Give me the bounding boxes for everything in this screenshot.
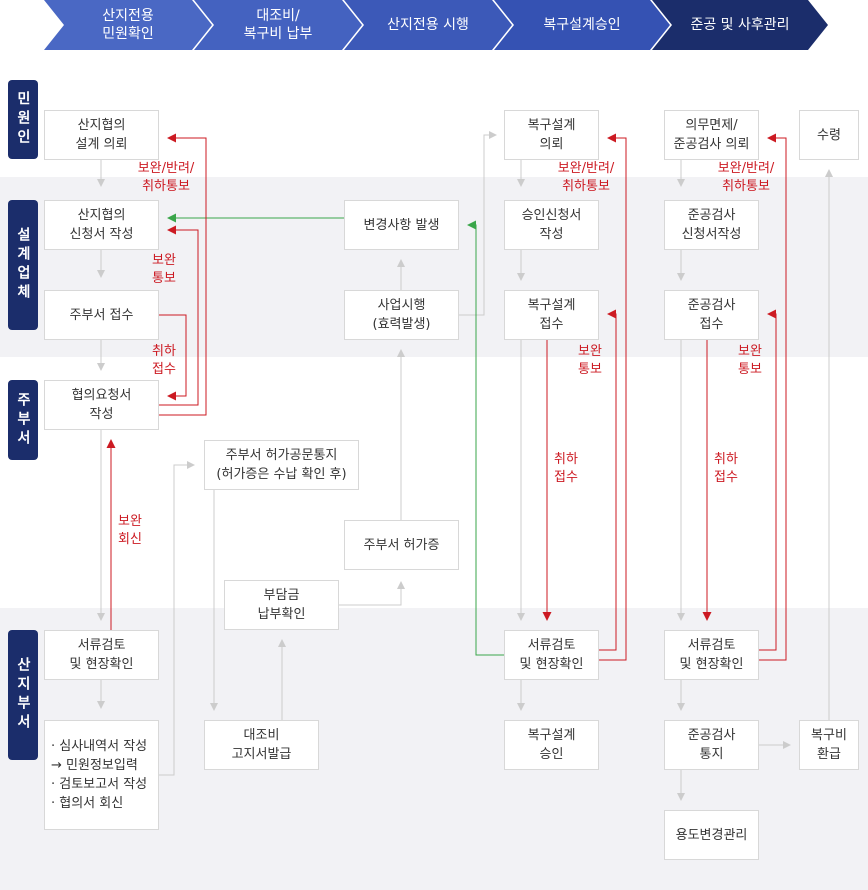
role-tag-design-company: 설계업체 [8,200,38,330]
label-supplement-return-withdraw-3: 보완/반려/ 취하통보 [717,161,775,194]
flow-line [338,581,405,606]
box-restore-design-receive: 복구설계 접수 [504,290,599,340]
feedback-line [598,309,617,651]
label-supplement-reply: 보완 회신 [118,514,142,547]
step-shape-4 [494,0,670,50]
feedback-line [758,309,777,651]
step-label-1: 산지전용 민원확인 [102,8,154,42]
step-label-3: 산지전용 시행 [387,17,469,33]
step-shape-1 [44,0,212,50]
box-document-review-2: 서류검토 및 현장확인 [504,630,599,680]
box-completion-application: 준공검사 신청서작성 [664,200,759,250]
feedback-line [158,314,187,401]
role-tag-main-dept: 주부서 [8,380,38,460]
green-change-lines [167,213,504,656]
box-permit-certificate: 주부서 허가증 [344,520,459,570]
feedback-line [158,133,207,416]
box-approval-application: 승인신청서 작성 [504,200,599,250]
step-shape-3 [344,0,512,50]
box-completion-request: 의무면제/ 준공검사 의뢰 [664,110,759,160]
step-label-5: 준공 및 사후관리 [690,17,790,33]
label-supplement-return-withdraw-2: 보완/반려/ 취하통보 [557,161,615,194]
box-restore-design-request: 복구설계 의뢰 [504,110,599,160]
box-permit-notice: 주부서 허가공문통지 (허가증은 수납 확인 후) [204,440,359,490]
feedback-line [758,133,787,661]
box-fee-notice: 대조비 고지서발급 [204,720,319,770]
label-supplement-notice-1: 보완 통보 [152,253,176,286]
red-feedback-lines [106,133,787,661]
box-design-application: 산지협의 신청서 작성 [44,200,159,250]
box-land-use-management: 용도변경관리 [664,810,759,860]
box-completion-notice: 준공검사 통지 [664,720,759,770]
box-restoration-refund: 복구비 환급 [799,720,859,770]
role-tag-forest-dept: 산지부서 [8,630,38,760]
box-document-review-1: 서류검토 및 현장확인 [44,630,159,680]
label-withdraw-receive-2: 취하 접수 [554,452,578,485]
change-line [467,220,504,656]
flow-line [158,461,195,776]
box-request-letter: 협의요청서 작성 [44,380,159,430]
box-charge-confirm: 부담금 납부확인 [224,580,339,630]
feedback-line [158,225,199,406]
box-restore-design-approval: 복구설계 승인 [504,720,599,770]
box-completion-receive: 준공검사 접수 [664,290,759,340]
label-supplement-return-withdraw-1: 보완/반려/ 취하통보 [137,161,195,194]
box-design-request: 산지협의 설계 의뢰 [44,110,159,160]
step-label-4: 복구설계승인 [543,17,621,33]
box-review-tasks: · 심사내역서 작성 → 민원정보입력 · 검토보고서 작성 · 협의서 회신 [44,720,159,830]
gray-flow-lines [97,131,833,801]
label-supplement-notice-3: 보완 통보 [738,344,762,377]
box-main-dept-receive: 주부서 접수 [44,290,159,340]
step-shape-5 [652,0,828,50]
process-step-header [44,0,828,50]
feedback-line [598,133,627,661]
box-change-occur: 변경사항 발생 [344,200,459,250]
step-shape-2 [194,0,362,50]
role-tag-applicant: 민원인 [8,80,38,159]
label-supplement-notice-2: 보완 통보 [578,344,602,377]
box-document-review-3: 서류검토 및 현장확인 [664,630,759,680]
label-withdraw-receive-1: 취하 접수 [152,344,176,377]
box-project-execution: 사업시행 (효력발생) [344,290,459,340]
step-label-2: 대조비/ 복구비 납부 [243,8,313,42]
box-receipt: 수령 [799,110,859,160]
flow-line [458,131,497,316]
label-withdraw-receive-3: 취하 접수 [714,452,738,485]
